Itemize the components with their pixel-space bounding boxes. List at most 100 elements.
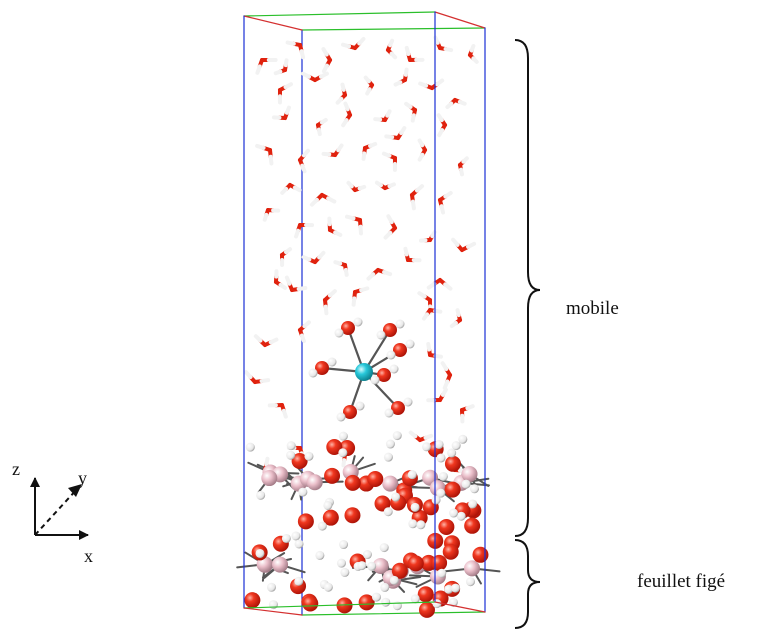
water-molecule [299,333,306,344]
fixed-sheet-hydrogen-atom [294,576,304,586]
water-molecule [327,289,337,298]
cell-edge [301,27,486,31]
water-molecule [318,71,329,79]
water-molecule [365,87,372,96]
mobile-sheet-hydrogen-atom [323,500,333,510]
water-molecule [268,337,279,345]
fixed-sheet-hydrogen-atom [323,582,333,592]
hydrogen-atom [395,319,405,329]
water-molecule [443,47,454,53]
mobile-sheet-hydrogen-atom [407,470,417,480]
fixed-sheet-hydrogen-atom [339,540,349,550]
water-molecule [244,370,253,380]
water-molecule [300,163,307,174]
mobile-sheet-hydrogen-atom [451,441,461,451]
mobile-sheet-oxygen-atom [438,518,455,535]
mobile-label: mobile [566,298,619,319]
fixed-sheet-hydrogen-atom [437,568,447,578]
water-molecule [255,143,266,150]
mobile-sheet-oxygen-atom [367,470,384,487]
mobile-sheet-hydrogen-atom [298,487,308,497]
fixed-sheet-hydrogen-atom [255,548,265,558]
fixed-sheet-hydrogen-atom [451,583,461,593]
water-molecule [309,197,319,207]
water-molecule [459,167,465,177]
water-molecule [383,230,393,240]
water-molecule [259,378,271,384]
water-molecule [317,250,326,260]
fixed-sheet-hydrogen-atom [381,597,391,607]
water-molecule [381,151,392,158]
brace-fixed-sheet [514,539,541,629]
water-molecule [299,49,306,60]
fixed-sheet-hydrogen-atom [336,558,346,568]
hydrogen-atom [389,364,399,374]
water-molecule [343,267,349,277]
mobile-sheet-hydrogen-atom [434,439,444,449]
water-molecule [302,320,311,329]
water-molecule [430,230,437,239]
water-molecule [445,101,454,110]
fixed-sheet-hydrogen-atom [367,561,377,571]
mobile-sheet-hydrogen-atom [385,439,395,449]
water-molecule [284,105,291,115]
hydrogen-atom [336,412,346,422]
water-molecule [415,184,425,193]
hydrogen-atom [370,375,380,385]
axes-glyph [30,477,89,540]
mobile-sheet-hydrogen-atom [438,471,448,481]
water-molecule [451,237,460,247]
water-molecule [393,80,403,87]
water-molecule [333,260,343,266]
water-molecule [403,246,409,257]
water-molecule [326,196,337,204]
mobile-sheet-hydrogen-atom [447,448,457,458]
water-molecule [465,404,475,411]
mobile-sheet-hydrogen-atom [410,502,420,512]
mobile-sheet-hydrogen-atom [422,442,432,452]
water-molecule [351,296,357,307]
fixed-sheet-hydrogen-atom [371,592,381,602]
hydrogen-atom [308,368,318,378]
oxygen-atom [341,321,355,335]
fixed-sheet-hydrogen-atom [281,533,291,543]
hydrogen-atom [327,357,337,367]
hydrogen-atom [355,401,365,411]
water-molecule [264,456,270,467]
mobile-sheet-oxygen-atom [322,509,339,526]
fixed-sheet-hydrogen-atom [362,550,372,560]
water-molecule [294,228,301,239]
water-molecule [368,141,378,148]
water-molecule [296,286,308,292]
hydrogen-atom [386,350,396,360]
water-molecule [357,36,366,46]
mobile-sheet-hydrogen-atom [256,490,266,500]
water-molecule [404,45,411,56]
mobile-sheet-hydrogen-atom [449,508,459,518]
mobile-sheet-metal-atom [382,475,399,492]
oxygen-atom [315,361,329,375]
water-molecule [321,63,329,74]
hydrogen-atom [405,339,415,349]
water-molecule [417,138,425,148]
axis-x-label: x [84,546,93,566]
water-molecule [341,118,349,128]
water-molecule [346,180,354,189]
mobile-sheet-metal-atom [306,474,323,491]
mobile-sheet-oxygen-atom [291,452,308,469]
water-molecule [301,148,310,158]
fixed-sheet-hydrogen-atom [294,539,304,549]
mobile-sheet-hydrogen-atom [338,431,348,441]
water-molecule [253,334,263,343]
mobile-sheet-hydrogen-atom [408,519,418,529]
water-molecule [466,241,477,249]
fixed-sheet-oxygen-atom [244,592,261,609]
water-molecule [469,44,476,53]
water-molecule [343,101,350,112]
water-molecule [284,247,293,255]
water-molecule [341,458,347,468]
mobile-sheet-oxygen-atom [374,495,391,512]
hydrogen-atom [384,408,394,418]
water-molecule [268,154,274,166]
